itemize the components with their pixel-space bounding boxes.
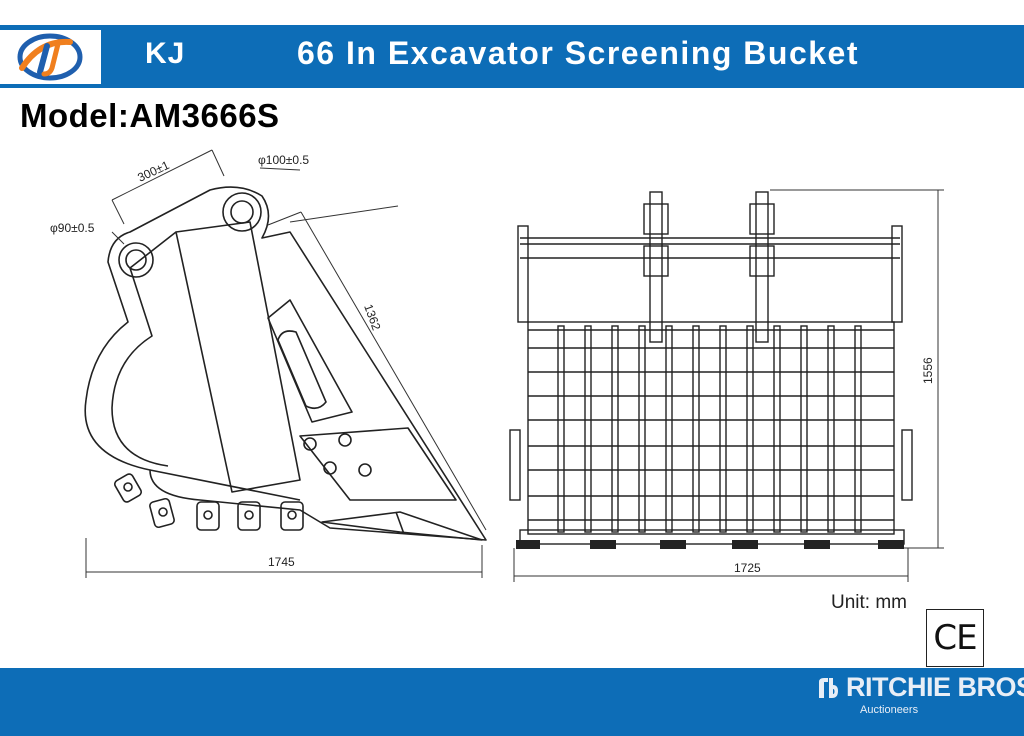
header-bar: KJ 66 In Excavator Screening Bucket	[0, 25, 1024, 88]
model-label: Model:AM3666S	[20, 97, 280, 134]
watermark-sub: Auctioneers	[860, 704, 919, 716]
footer-bar: RITCHIE BROS. Auctioneers	[0, 668, 1024, 736]
front-view	[509, 191, 913, 549]
front-view-teeth	[516, 540, 904, 549]
technical-drawing: 300±1 φ100±0.5 φ90±0.5 1362 1745	[50, 149, 944, 582]
side-view-outline	[84, 186, 487, 541]
dim-pin-small: φ90±0.5	[50, 221, 95, 235]
watermark-name: RITCHIE BROS.	[846, 672, 1024, 702]
dim-length: 1362	[361, 302, 383, 332]
kj-logo-icon	[17, 33, 83, 81]
ritchie-bros-logo-icon	[819, 678, 838, 698]
dim-pin-large: φ100±0.5	[258, 153, 309, 167]
dim-pin-spacing: 300±1	[135, 158, 171, 185]
dim-depth: 1745	[268, 555, 295, 569]
page-title: 66 In Excavator Screening Bucket	[297, 35, 859, 71]
ce-mark: CE	[933, 618, 977, 658]
kj-logo	[0, 30, 101, 84]
side-view-teeth	[114, 473, 304, 531]
pin-boss-large	[222, 192, 262, 232]
front-view-dimensions	[513, 189, 944, 582]
pin-boss-small	[118, 242, 154, 278]
side-view-dimensions	[85, 149, 487, 578]
dim-width: 1725	[734, 561, 761, 575]
dim-height: 1556	[921, 357, 935, 384]
side-view	[84, 186, 487, 541]
unit-label: Unit: mm	[831, 592, 907, 613]
screen-bars	[557, 325, 862, 533]
ce-mark-box: CE	[926, 609, 984, 667]
brand-name: KJ	[145, 37, 186, 70]
